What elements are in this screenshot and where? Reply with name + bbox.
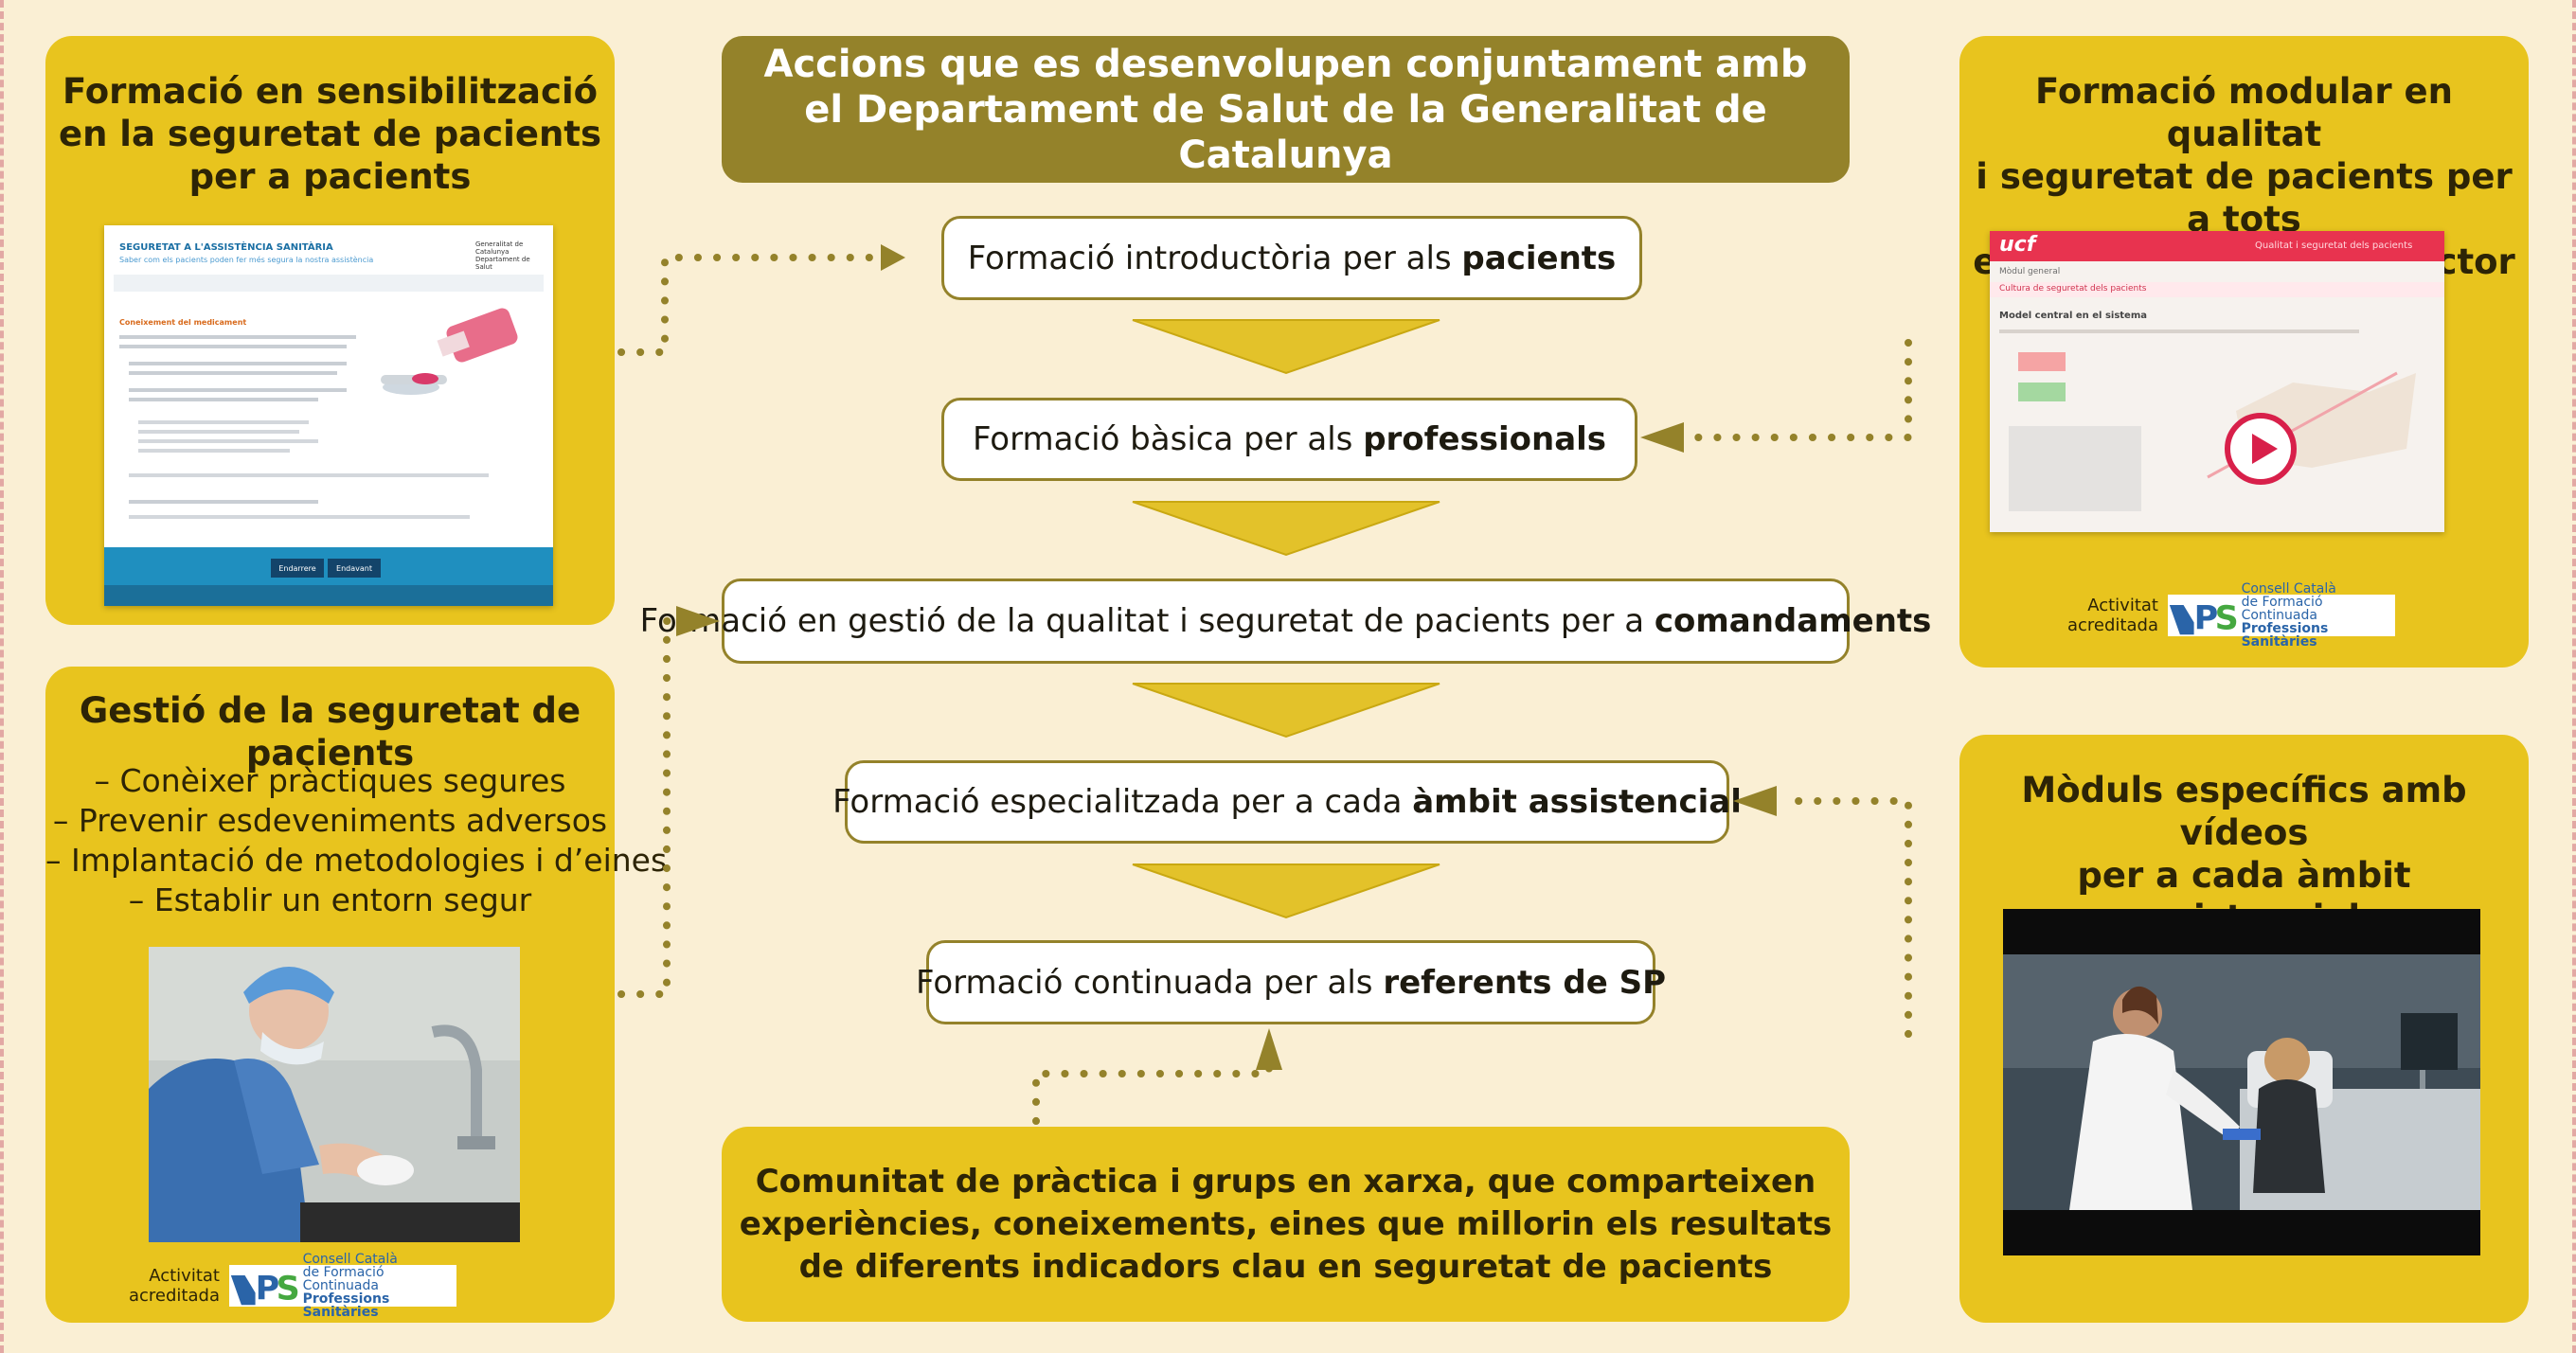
arrowhead-professionals (1640, 422, 1684, 453)
arrowhead-videos (1733, 786, 1777, 816)
stage-text: Formació continuada per als (916, 963, 1384, 1002)
connector-patients (617, 254, 898, 356)
stage-bold: comandaments (1654, 602, 1932, 640)
arrowhead-patients (881, 244, 905, 271)
safety-accreditation: Activitat acreditada P S Consell Català … (129, 1253, 456, 1319)
header-title: Accions que es desenvolupen conjuntament… (763, 42, 1808, 177)
screenshot-slide-title: Model central en el sistema (1999, 311, 2148, 321)
panel-community (722, 1127, 1850, 1322)
ccfcps-logo-icon: P S (230, 1271, 299, 1307)
screenshot-topic: Cultura de seguretat dels pacients (1999, 284, 2147, 294)
svg-text:S: S (2215, 600, 2238, 636)
accreditation-label: Activitat acreditada (2067, 596, 2158, 635)
video-thumbnail (2003, 909, 2480, 1255)
ccfcps-line3: Professions Sanitàries (302, 1291, 390, 1320)
flow-arrow-1 (1132, 319, 1440, 375)
stage-text: Formació introductòria per als (967, 239, 1462, 277)
ccfcps-line1: Consell Català (302, 1252, 398, 1267)
screenshot-back-button: Endarrere (271, 559, 324, 578)
ccfcps-line2: de Formació Continuada (302, 1265, 385, 1293)
connector-community (1032, 1038, 1273, 1125)
flow-arrow-2 (1132, 501, 1440, 557)
stage-bold: referents de SP (1383, 963, 1666, 1002)
ccfcps-line3: Professions Sanitàries (2241, 621, 2329, 650)
screenshot-course: Qualitat i seguretat dels pacients (2255, 240, 2413, 251)
stage-text: Formació bàsica per als (972, 420, 1364, 458)
flow-arrow-3 (1132, 683, 1440, 739)
panel-safety-management: Gestió de la seguretat de pacients – Con… (45, 667, 668, 1323)
screenshot-heading: SEGURETAT A L'ASSISTÈNCIA SANITÀRIA (119, 242, 333, 253)
patients-course-screenshot: SEGURETAT A L'ASSISTÈNCIA SANITÀRIA Sabe… (104, 225, 553, 606)
bullet-item: – Establir un entorn segur (128, 881, 532, 918)
ucf-logo: ucf (1999, 233, 2036, 257)
ccfcps-line1: Consell Català (2241, 581, 2336, 596)
arrowhead-commanders (676, 606, 720, 636)
panel-patients-title: Formació en sensibilització en la segure… (58, 71, 602, 197)
play-icon (2225, 413, 2297, 485)
community-text: Comunitat de pràctica i grups en xarxa, … (739, 1162, 1833, 1286)
ccfcps-logo-icon: P S (2169, 600, 2238, 636)
handwashing-photo (149, 947, 520, 1242)
modular-course-screenshot: ucf Qualitat i seguretat dels pacients M… (1990, 231, 2444, 532)
screenshot-section: Coneixement del medicament (119, 318, 247, 327)
ccfcps-logo: P S Consell Català de Formació Continuad… (228, 1253, 456, 1319)
svg-text:P: P (2194, 600, 2219, 636)
flow-arrow-4 (1132, 863, 1440, 919)
screenshot-next-button: Endavant (328, 559, 381, 578)
screenshot-org: Generalitat de Catalunya Departament de … (475, 240, 530, 271)
ccfcps-logo: P S Consell Català de Formació Continuad… (2167, 582, 2395, 649)
stage-bold: professionals (1363, 420, 1607, 458)
stage-sp-referents: Formació continuada per als referents de… (916, 940, 1666, 1024)
stage-commanders: Formació en gestió de la qualitat i segu… (640, 579, 1931, 664)
stage-text: Formació especialitzada per a cada (832, 783, 1413, 821)
panel-videos: Mòduls específics amb vídeos per a cada … (1959, 735, 2529, 1323)
ccfcps-line2: de Formació Continuada (2241, 595, 2323, 623)
stage-care-area: Formació especialitzada per a cada àmbit… (832, 760, 1742, 844)
stage-patients: Formació introductòria per als pacients (941, 216, 1642, 300)
panel-modular: Formació modular en qualitat i seguretat… (1959, 36, 2529, 668)
connector-videos (1782, 797, 1912, 1038)
svg-text:P: P (256, 1271, 280, 1307)
medicine-bottle-icon (381, 308, 518, 395)
modular-accreditation: Activitat acreditada P S Consell Català … (2067, 582, 2395, 649)
arrowhead-community (1256, 1028, 1282, 1070)
panel-safety-management-title: Gestió de la seguretat de pacients (79, 690, 581, 774)
bullet-item: – Implantació de metodologies i d’eines (45, 842, 668, 879)
safety-management-bullets: – Conèixer pràctiques segures – Prevenir… (45, 761, 668, 920)
panel-patients: Formació en sensibilització en la segure… (45, 36, 615, 625)
stage-bold: àmbit assistencial (1412, 783, 1742, 821)
screenshot-subheading: Saber com els pacients poden fer més seg… (119, 256, 374, 264)
header-box: Accions que es desenvolupen conjuntament… (722, 36, 1850, 183)
svg-text:S: S (277, 1271, 299, 1307)
accreditation-label: Activitat acreditada (129, 1266, 220, 1306)
bullet-item: – Conèixer pràctiques segures (94, 762, 566, 799)
connector-commanders (617, 617, 682, 998)
connector-professionals (1691, 339, 1912, 441)
stage-bold: pacients (1461, 239, 1617, 277)
bullet-item: – Prevenir esdeveniments adversos (52, 802, 608, 839)
screenshot-module: Mòdul general (1999, 267, 2061, 276)
stage-professionals: Formació bàsica per als professionals (941, 398, 1637, 481)
